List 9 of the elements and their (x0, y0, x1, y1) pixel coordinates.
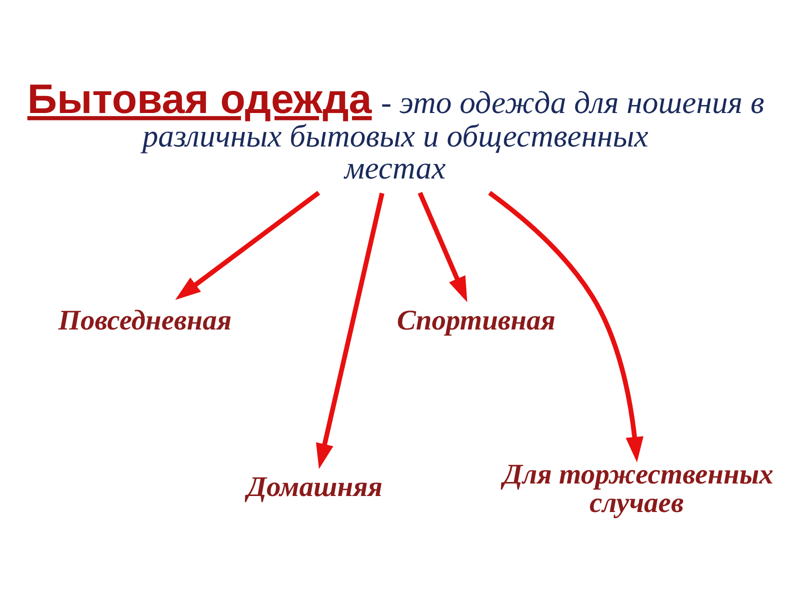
node-text: Для торжественных случаев (503, 458, 774, 519)
arrow (488, 190, 644, 462)
arrow (316, 192, 384, 469)
arrow (418, 191, 468, 302)
node-text: Повседневная (58, 305, 232, 336)
node-text: Бытовая одежда - это одежда для ношения в различных бытовых и общественных местах (27, 76, 764, 185)
arrow (175, 190, 320, 300)
node-text: Спортивная (396, 305, 556, 336)
node-text: Домашняя (246, 472, 382, 503)
